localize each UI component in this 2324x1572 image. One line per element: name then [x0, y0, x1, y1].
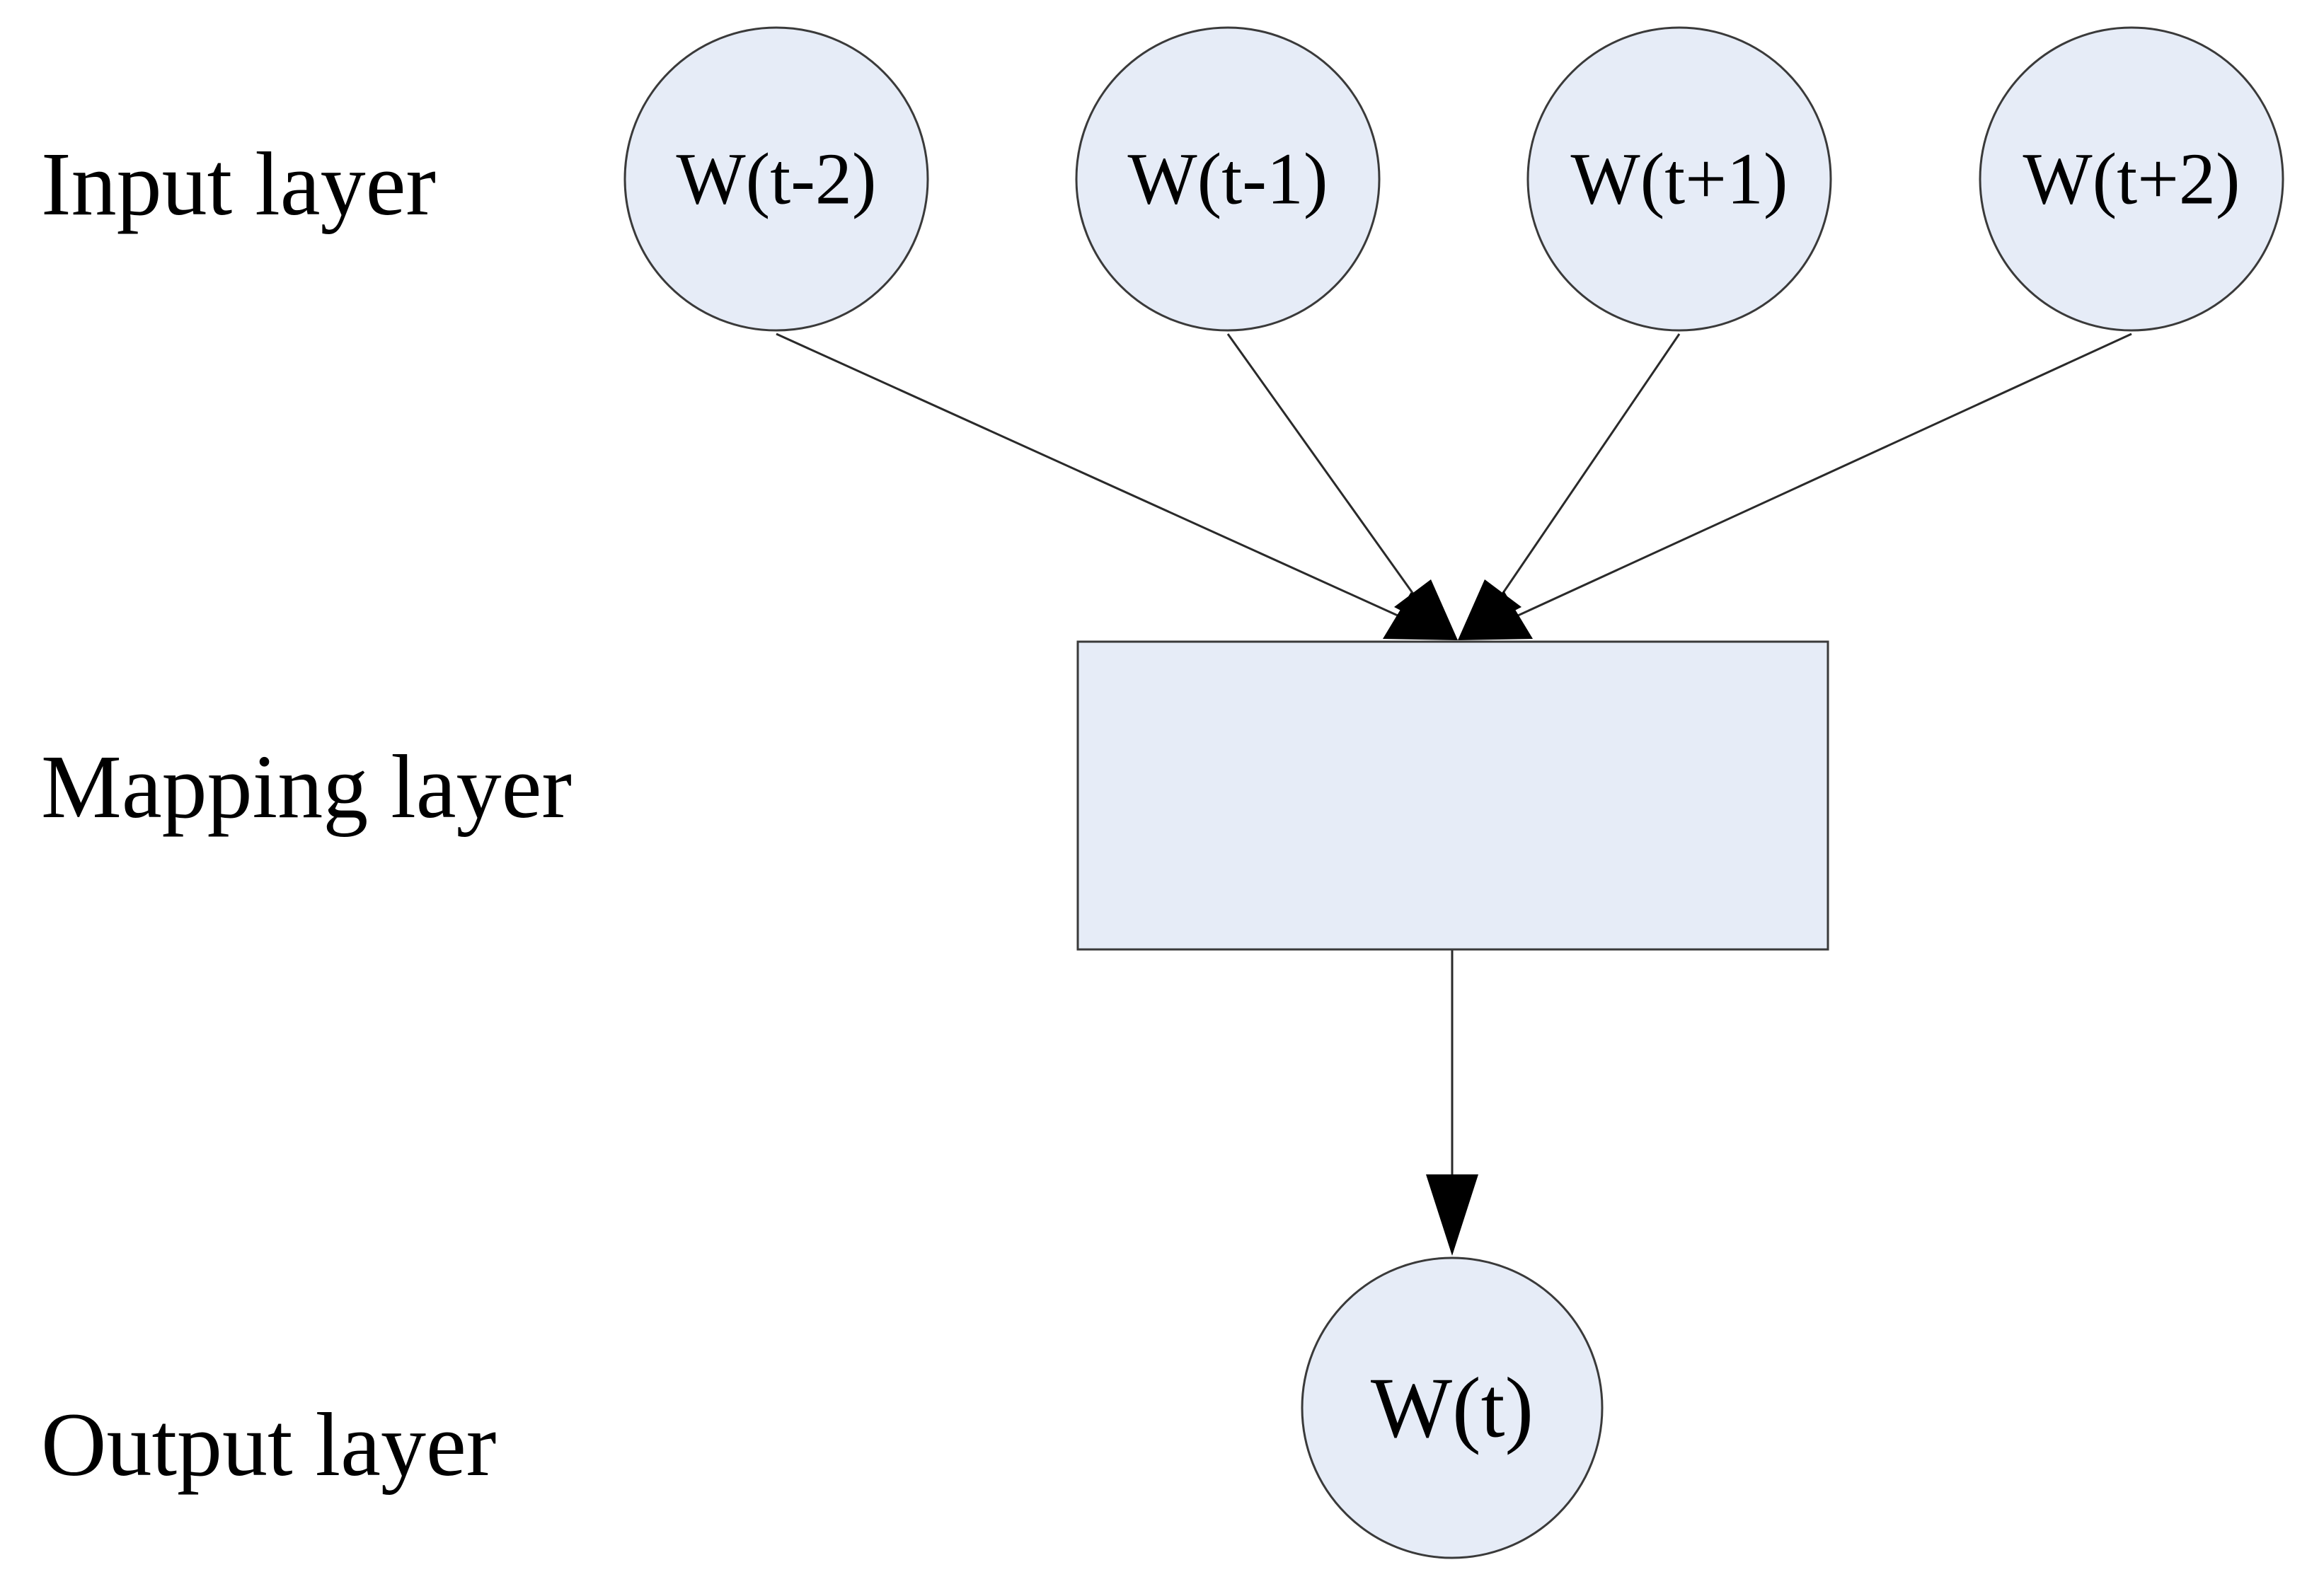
input-layer-label: Input layer	[41, 134, 436, 234]
output-edge	[1426, 949, 1478, 1256]
input-node-4-label: W(t+2)	[2023, 139, 2240, 220]
input-edges	[776, 333, 2132, 640]
edge-input-3	[1502, 333, 1681, 594]
arrowhead-input-2	[1394, 579, 1458, 640]
output-node-label: W(t)	[1371, 1360, 1534, 1456]
input-node-1-label: W(t-2)	[677, 139, 877, 220]
edge-input-1	[776, 333, 1398, 617]
input-node-1: W(t-2)	[623, 26, 929, 332]
arrowhead-input-4	[1458, 591, 1533, 640]
input-node-4: W(t+2)	[1979, 26, 2284, 332]
input-node-2-label: W(t-1)	[1128, 139, 1328, 220]
edge-input-2	[1226, 333, 1414, 594]
input-node-3: W(t+1)	[1526, 26, 1832, 332]
input-node-2: W(t-1)	[1075, 26, 1381, 332]
edge-input-4	[1517, 333, 2132, 617]
output-node: W(t)	[1301, 1256, 1604, 1559]
mapping-layer-box	[1076, 640, 1829, 951]
mapping-layer-label: Mapping layer	[41, 736, 572, 837]
input-node-3-label: W(t+1)	[1571, 139, 1788, 220]
arrowhead-output	[1426, 1174, 1478, 1256]
output-layer-label: Output layer	[41, 1394, 496, 1495]
